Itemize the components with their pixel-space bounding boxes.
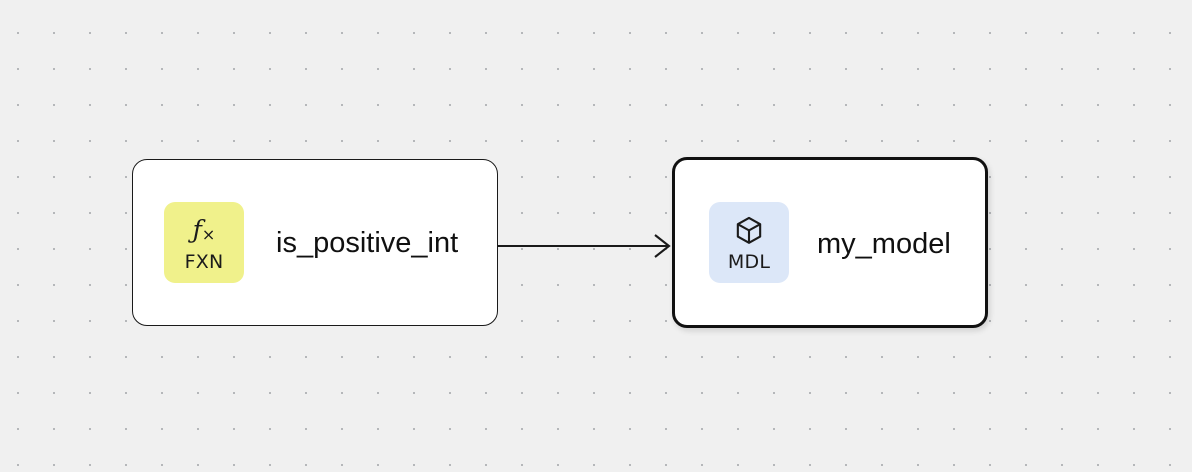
arrow-right-icon bbox=[654, 234, 671, 258]
cube-icon bbox=[734, 214, 764, 248]
badge-label-fxn: FXN bbox=[184, 250, 224, 273]
fx-glyph-x: × bbox=[201, 225, 216, 244]
node-type-badge-fxn: ƒ× FXN bbox=[164, 202, 244, 283]
node-title-is-positive-int: is_positive_int bbox=[276, 227, 459, 259]
badge-label-mdl: MDL bbox=[727, 250, 771, 273]
edge-fxn-to-mdl[interactable] bbox=[497, 234, 671, 258]
node-my-model[interactable]: MDL my_model bbox=[672, 157, 988, 328]
function-fx-icon: ƒ× bbox=[193, 214, 216, 248]
node-is-positive-int[interactable]: ƒ× FXN is_positive_int bbox=[132, 159, 498, 326]
node-title-my-model: my_model bbox=[817, 228, 951, 260]
node-type-badge-mdl: MDL bbox=[709, 202, 789, 283]
fx-glyph-f: ƒ bbox=[192, 215, 202, 244]
